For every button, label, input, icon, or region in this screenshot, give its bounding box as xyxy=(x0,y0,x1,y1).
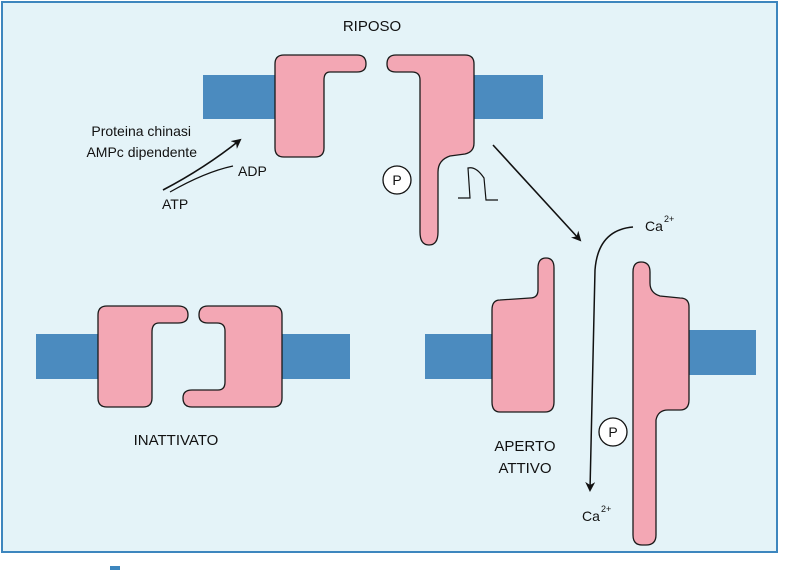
channel-subunit-left-inactivated xyxy=(97,305,189,408)
state-label-open-line2: ATTIVO xyxy=(498,460,551,477)
enzyme-label-line1: Proteina chinasi xyxy=(91,123,191,139)
channel-subunit-right-resting xyxy=(386,54,475,246)
channel-subunit-right-open xyxy=(632,261,690,546)
inactivated-channel xyxy=(36,305,350,408)
diagram-background xyxy=(1,1,778,553)
enzyme-label-line2: AMPc dipendente xyxy=(86,144,197,160)
open-channel: P xyxy=(425,257,756,546)
adp-label: ADP xyxy=(238,163,267,179)
calcium-label-top: Ca xyxy=(645,218,663,234)
membrane-left-open xyxy=(425,334,499,379)
activation-arrow-icon xyxy=(492,144,582,242)
calcium-ion-bottom: Ca 2+ xyxy=(582,504,611,524)
frame-tick xyxy=(110,566,120,570)
membrane-left-inactivated xyxy=(36,334,102,379)
phosphate-label-open: P xyxy=(608,424,617,440)
channel-subunit-right-inactivated xyxy=(182,305,283,408)
calcium-charge-top: 2+ xyxy=(664,214,674,224)
state-label-open-line1: APERTO xyxy=(494,438,555,455)
phosphate-icon: P xyxy=(598,417,628,447)
state-label-inactivated: INATTIVATO xyxy=(134,432,219,449)
membrane-left-resting xyxy=(203,75,278,119)
channel-subunit-left-open xyxy=(491,257,555,413)
atp-adp-curve xyxy=(169,165,234,193)
calcium-label-bottom: Ca xyxy=(582,508,600,524)
resting-channel: P xyxy=(203,54,543,246)
calcium-influx-arrow-icon xyxy=(585,226,634,492)
atp-label: ATP xyxy=(162,196,188,212)
phosphate-label: P xyxy=(392,172,401,188)
phosphorylation-arrow-icon xyxy=(162,138,242,191)
voltage-pulse-icon xyxy=(458,167,498,201)
calcium-charge-bottom: 2+ xyxy=(601,504,611,514)
state-label-resting: RIPOSO xyxy=(343,18,401,35)
membrane-right-resting xyxy=(470,75,543,119)
channel-subunit-left-resting xyxy=(274,54,367,158)
membrane-right-inactivated xyxy=(280,334,350,379)
phosphate-icon: P xyxy=(382,165,412,195)
calcium-ion-top: Ca 2+ xyxy=(645,214,674,234)
membrane-right-open xyxy=(686,330,756,375)
